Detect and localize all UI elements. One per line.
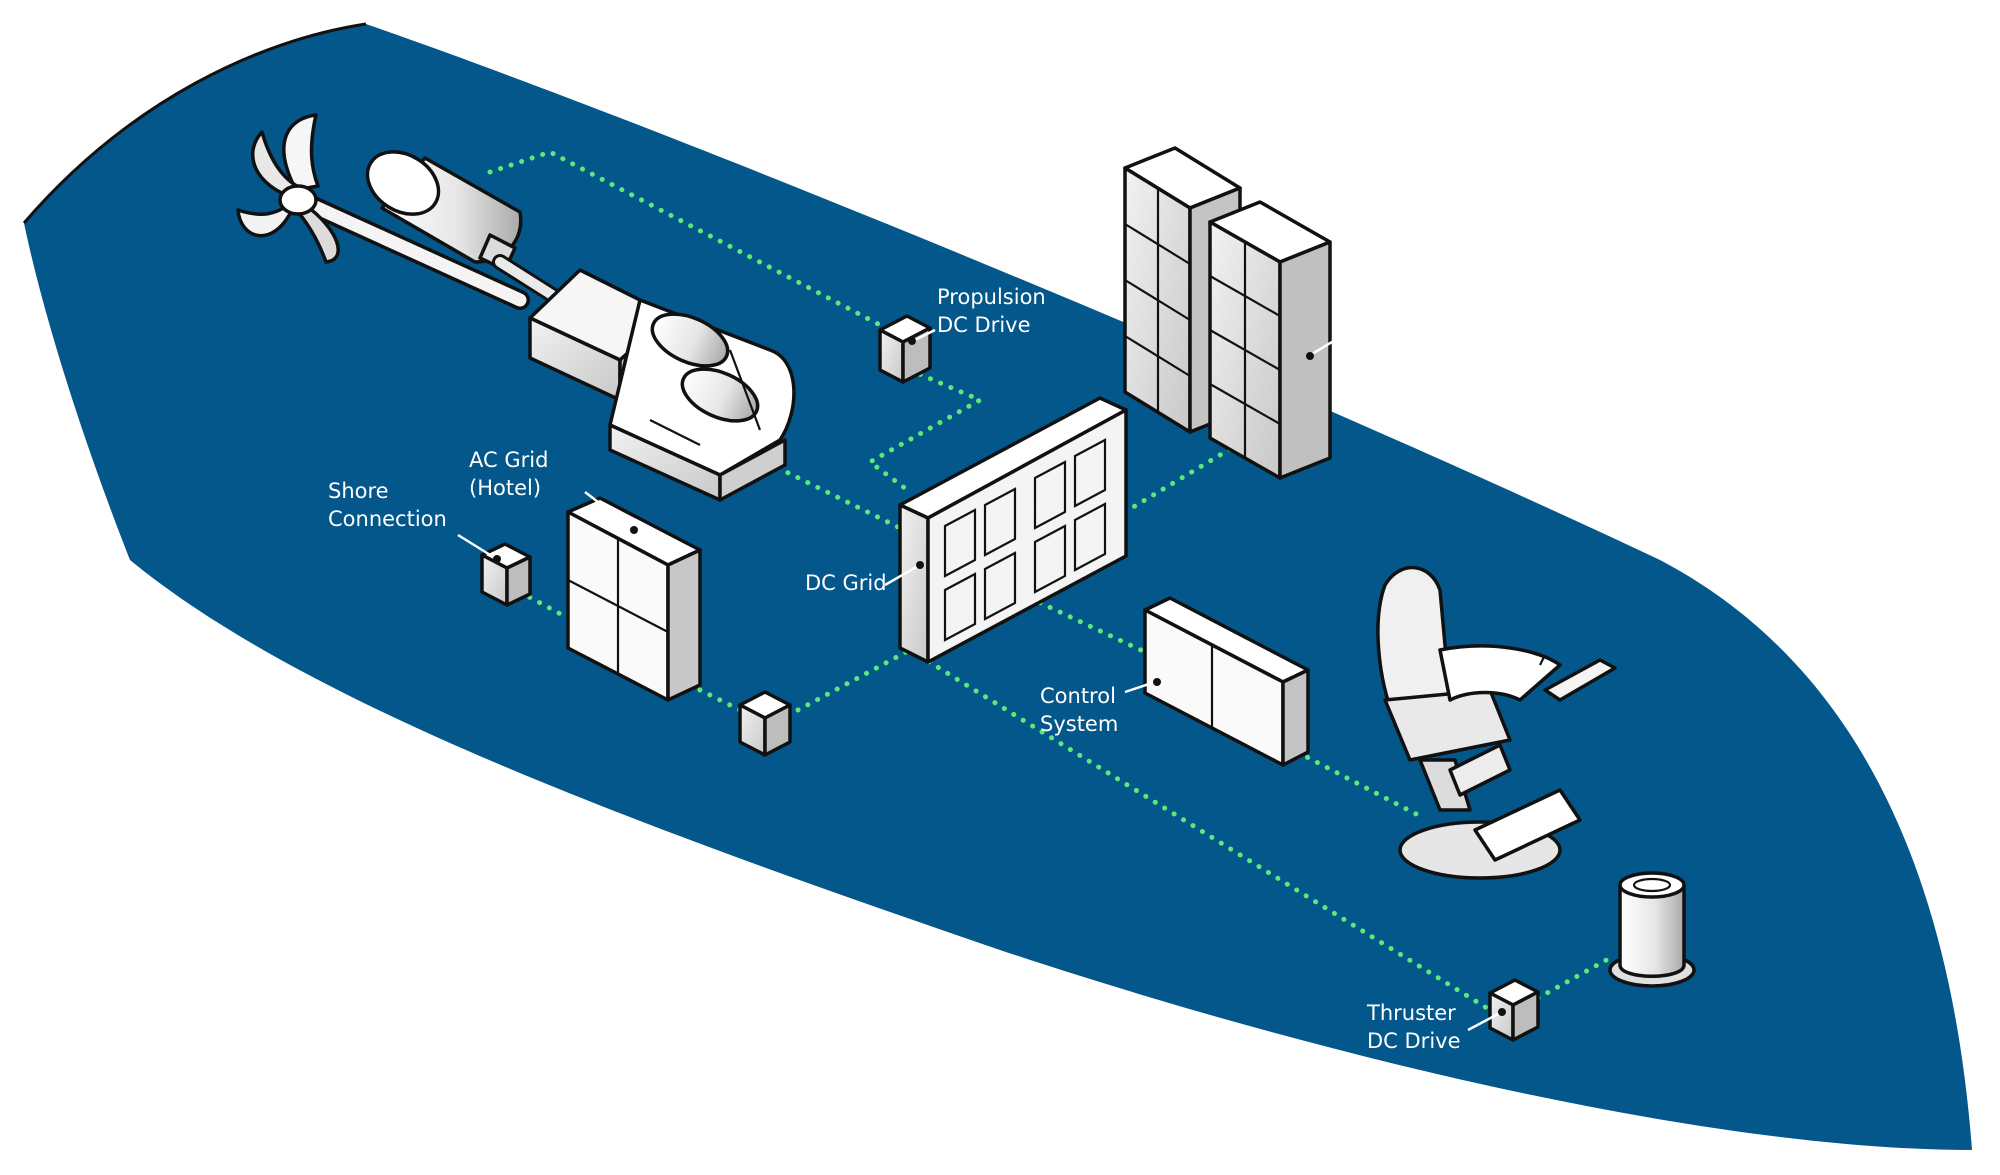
label-ac-grid-line2: (Hotel) (469, 476, 541, 500)
connection-lines (487, 149, 1613, 1013)
label-dc-grid: DC Grid (805, 571, 887, 595)
propulsion-dc-drive (878, 314, 932, 384)
label-thruster-drive-line1: Thruster (1366, 1001, 1456, 1025)
label-propulsion-drive-line2: DC Drive (937, 313, 1031, 337)
conn-thruster-drive-thruster (1535, 955, 1613, 1001)
battery-rack (1123, 146, 1332, 480)
label-battery: Battery (1361, 318, 1439, 342)
label-propulsion-drive-line1: Propulsion (937, 285, 1046, 309)
label-control-system-line2: System (1040, 712, 1118, 736)
conn-dc-grid-control (1027, 595, 1148, 655)
conn-genset-dc-grid (755, 455, 903, 531)
thruster-unit (1608, 871, 1696, 988)
thruster-dc-drive (1488, 978, 1540, 1042)
propeller (236, 113, 530, 310)
shore-connection-box (480, 542, 532, 607)
conn-motor-propulsion-drive (487, 149, 883, 328)
ac-dc-converter-box (738, 690, 792, 757)
conn-control-chair (1275, 739, 1421, 818)
control-system-cabinet (1143, 596, 1310, 767)
label-ac-grid-line1: AC Grid (469, 448, 548, 472)
bridge-chair (1376, 565, 1617, 880)
hull-edge (22, 22, 367, 224)
label-shore-connection-line2: Connection (328, 507, 447, 531)
conn-dc-grid-battery (1122, 437, 1248, 515)
dc-grid-cabinet (898, 396, 1128, 664)
leader-lines (457, 328, 1506, 1032)
label-thruster-drive-line2: DC Drive (1367, 1029, 1461, 1053)
label-control-system-line1: Control (1040, 684, 1116, 708)
genset-engine (528, 268, 796, 502)
propulsion-motor (365, 150, 568, 308)
conn-converter-dc-grid (795, 647, 913, 713)
component-labels: Propulsion DC Drive Battery AC Grid (Hot… (328, 285, 1461, 1053)
label-shore-connection-line1: Shore (328, 479, 389, 503)
